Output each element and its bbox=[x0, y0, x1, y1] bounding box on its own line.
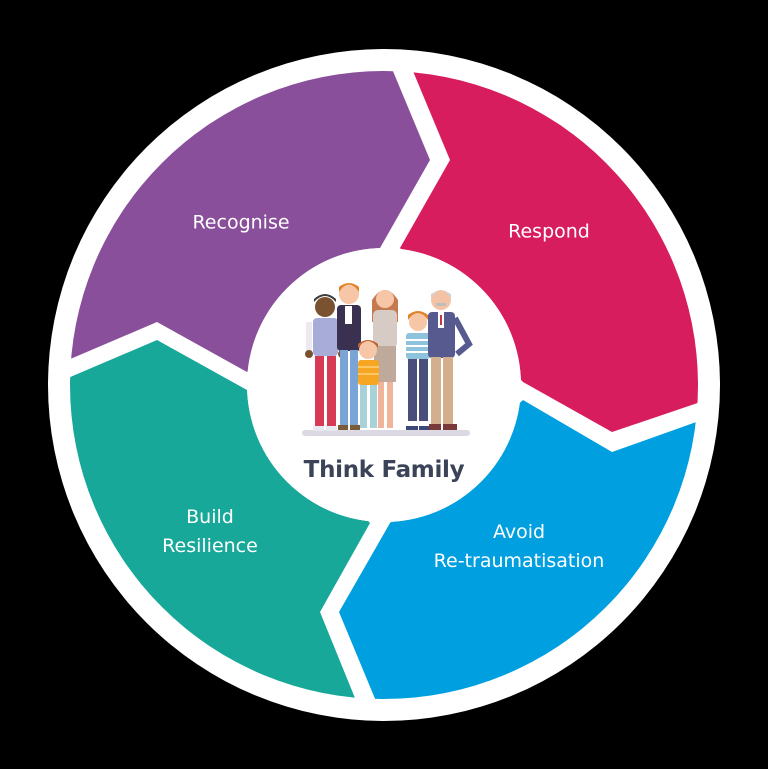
grandfather-figure-icon bbox=[428, 290, 473, 430]
label-build-line1: Build bbox=[186, 506, 234, 528]
father-figure-icon bbox=[337, 283, 361, 430]
mother-figure-icon bbox=[372, 290, 398, 428]
label-respond-text: Respond bbox=[508, 220, 590, 243]
label-build-resilience: Build Resilience bbox=[162, 503, 258, 561]
label-recognise: Recognise bbox=[192, 209, 289, 238]
label-avoid-retraumatisation: Avoid Re-traumatisation bbox=[434, 518, 605, 576]
label-recognise-text: Recognise bbox=[192, 211, 290, 234]
boy-figure-icon bbox=[406, 311, 431, 430]
family-illustration-icon bbox=[302, 283, 473, 436]
girl-figure-icon bbox=[358, 340, 379, 428]
center-title: Think Family bbox=[303, 457, 465, 483]
label-avoid-line2: Re-traumatisation bbox=[433, 550, 605, 572]
label-respond: Respond bbox=[508, 218, 590, 247]
label-build-line2: Resilience bbox=[162, 535, 258, 557]
label-avoid-line1: Avoid bbox=[492, 521, 546, 543]
